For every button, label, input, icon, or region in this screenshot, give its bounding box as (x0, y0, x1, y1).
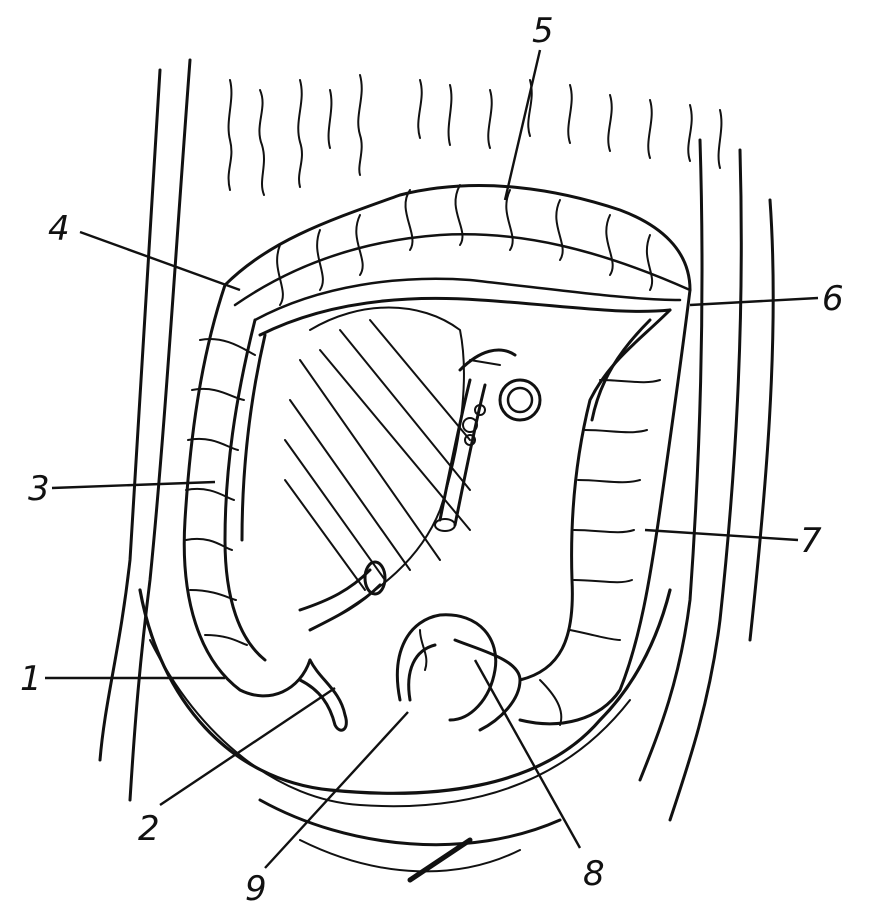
leader-2 (159, 687, 336, 806)
label-3: 3 (28, 469, 50, 509)
sigmoid-loop (395, 613, 522, 732)
label-7: 7 (800, 521, 822, 561)
omentum-fringe (227, 74, 723, 196)
appendix (298, 658, 348, 732)
transverse-colon (223, 184, 692, 337)
leader-9 (264, 711, 409, 869)
leader-lines (45, 49, 819, 869)
body-wall-outline (98, 58, 775, 883)
label-4: 4 (48, 209, 70, 249)
descending-colon (518, 288, 692, 726)
ascending-colon (182, 283, 312, 698)
label-numbers: 1 2 3 4 5 6 7 8 9 (20, 11, 844, 909)
label-5: 5 (532, 11, 554, 51)
leader-8 (473, 659, 582, 849)
label-8: 8 (583, 854, 605, 894)
leader-4 (79, 230, 241, 292)
label-9: 9 (245, 869, 267, 909)
leader-3 (51, 480, 216, 490)
leader-7 (644, 528, 799, 542)
mesentery-small-intestine (284, 306, 542, 632)
leader-6 (689, 296, 819, 307)
label-6: 6 (822, 279, 844, 319)
leader-5 (503, 49, 542, 201)
label-1: 1 (20, 659, 42, 699)
label-2: 2 (138, 809, 160, 849)
